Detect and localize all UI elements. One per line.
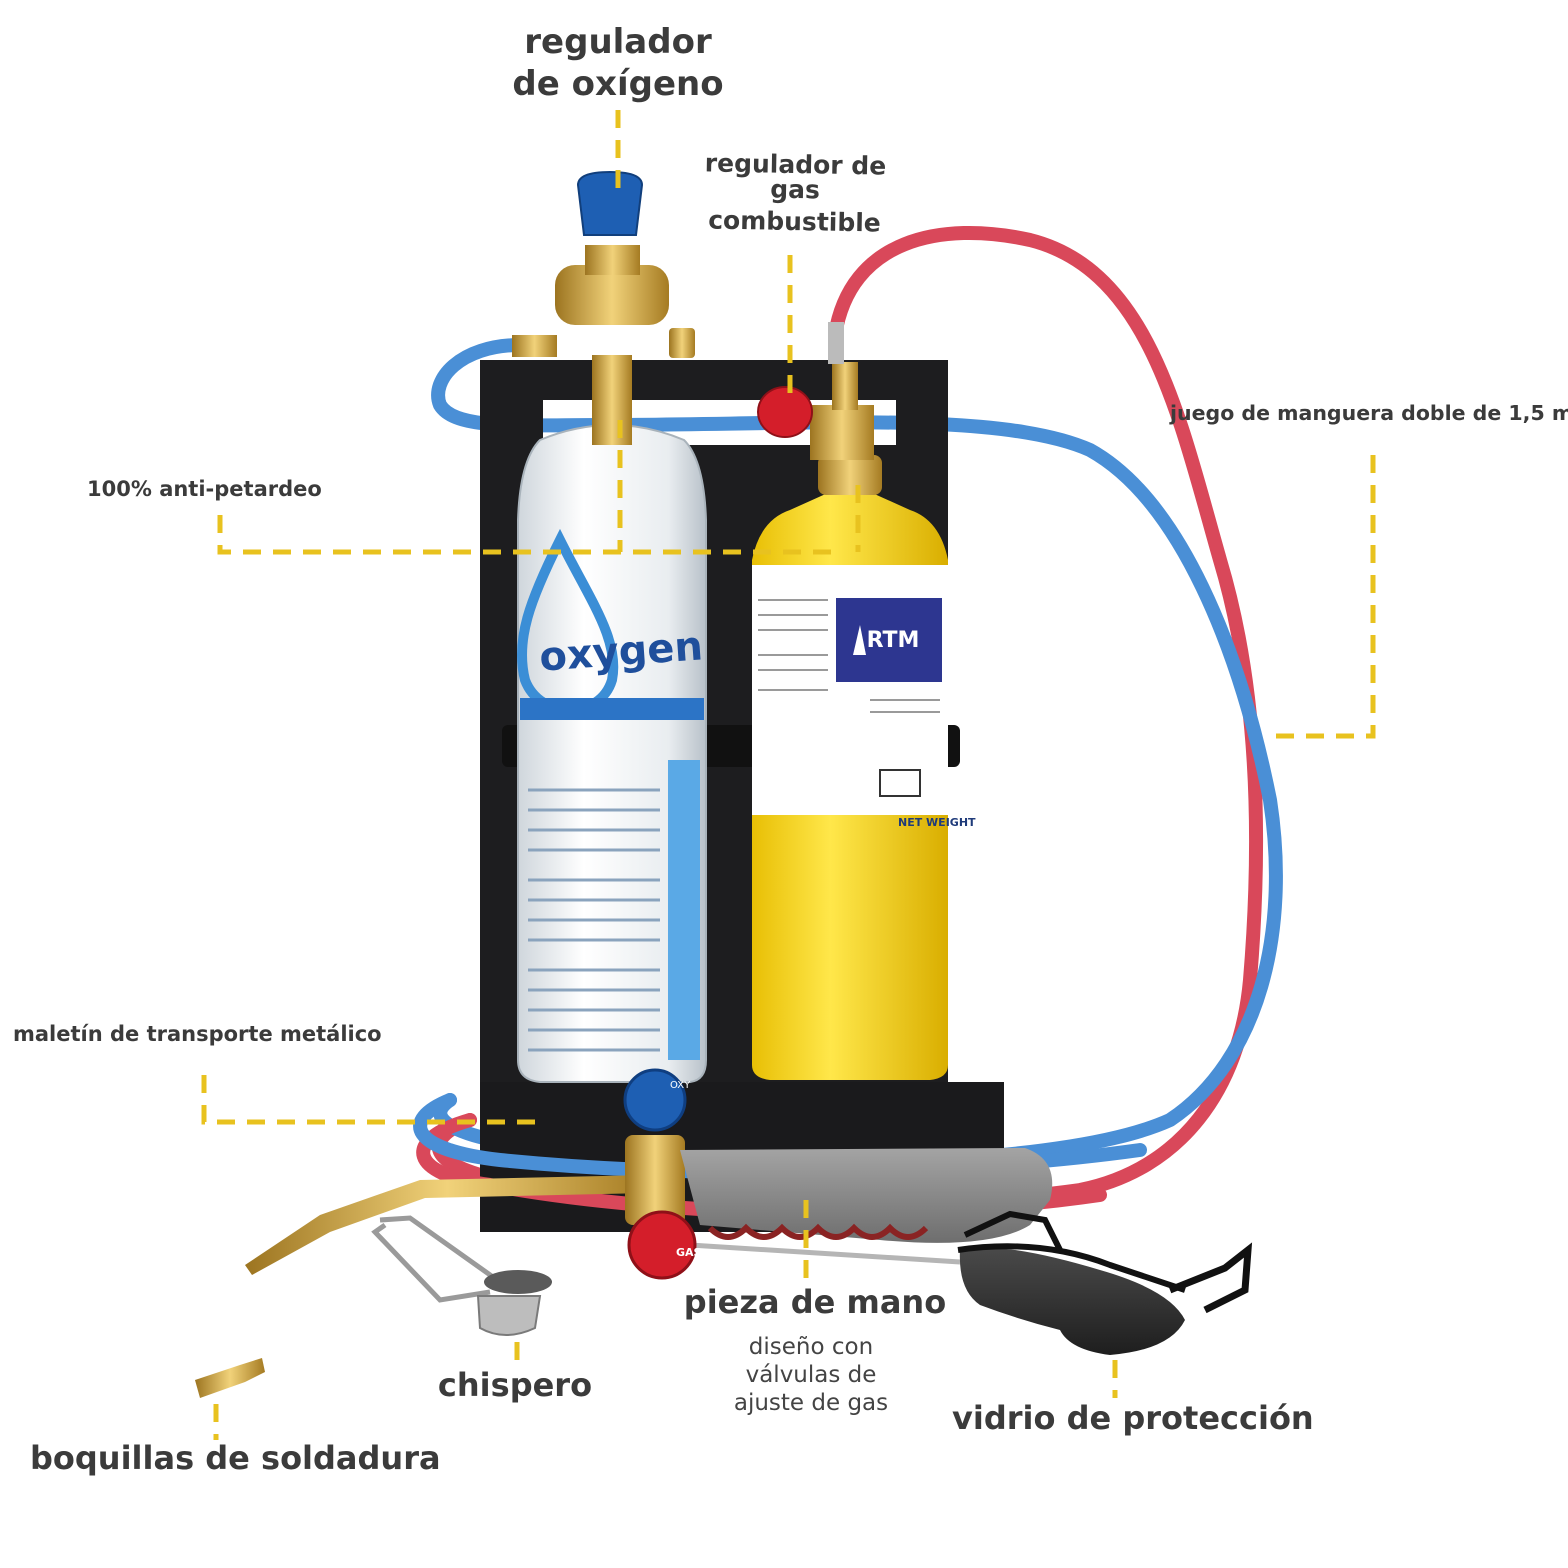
torch-tube [689, 1242, 961, 1265]
label-oxygen-regulator-line1: regulador [524, 22, 712, 62]
striker-cup-top [484, 1270, 552, 1294]
striker-cup [476, 1295, 542, 1336]
fuel-regulator-base [818, 455, 882, 495]
flame-icon [853, 625, 866, 655]
oxygen-regulator [512, 170, 695, 445]
label-handpiece-note-line1: diseño con [748, 1334, 874, 1360]
label-carry-case: maletín de transporte metálico [13, 1022, 382, 1046]
oxygen-side-stripe [668, 760, 700, 1060]
oxygen-regulator-neck [592, 355, 632, 445]
red-knob-icon [757, 386, 813, 438]
label-handpiece-note-line2: válvulas de [745, 1362, 877, 1388]
label-handpiece-note: diseño con válvulas de ajuste de gas [700, 1333, 922, 1417]
label-anti-flashback: 100% anti-petardeo [87, 477, 322, 501]
brass-nozzle-icon [195, 1358, 265, 1398]
torch-tip [245, 1175, 650, 1275]
label-handpiece: pieza de mano [683, 1283, 947, 1321]
fuel-cylinder: RTM NET WEIGHT [752, 492, 976, 1080]
label-fuel-regulator-line3: combustible [707, 205, 882, 238]
label-handpiece-note-line3: ajuste de gas [733, 1390, 889, 1416]
label-fuel-regulator: regulador de gas combustible [689, 148, 900, 238]
hazard-icon [879, 769, 921, 797]
fuel-regulator-connector [828, 322, 844, 364]
glasses-arm-right [1168, 1242, 1253, 1314]
leader-hose-set [1268, 455, 1376, 739]
label-welding-tips: boquillas de soldadura [30, 1439, 441, 1477]
oxygen-regulator-ring [585, 245, 640, 275]
oxygen-regulator-hose-nut [512, 335, 557, 357]
fuel-regulator [757, 322, 882, 495]
leader-lines [201, 110, 1376, 1440]
label-striker: chispero [437, 1366, 593, 1404]
blue-knob-icon [576, 170, 644, 236]
oxygen-regulator-body [555, 265, 669, 325]
oxy-valve-knob-icon [623, 1068, 687, 1132]
oxygen-label-stripe [520, 698, 704, 720]
striker-wire [371, 1215, 502, 1303]
safety-glasses [957, 1210, 1253, 1355]
leader-carry-case [201, 1075, 535, 1125]
fuel-brand-panel [836, 598, 942, 682]
glasses-arm-left [963, 1210, 1063, 1252]
label-oxygen-regulator-line2: de oxígeno [512, 64, 724, 104]
torch-valve-block [625, 1135, 685, 1225]
oxygen-cylinder-body [517, 424, 707, 1083]
leader-anti-flashback [217, 420, 861, 555]
fuel-fine-print [758, 599, 940, 713]
glasses-top-frame [957, 1243, 1186, 1293]
oxygen-brand: oxygen [538, 623, 704, 680]
fuel-regulator-body [810, 405, 874, 460]
fuel-brand: RTM [867, 628, 920, 653]
oxygen-regulator-side-port [669, 328, 695, 358]
handpiece: OXY GAS [245, 1068, 1053, 1280]
fuel-regulator-stem [832, 362, 858, 410]
label-fuel-regulator-line2: gas [769, 174, 821, 205]
gas-valve-knob-icon [627, 1210, 697, 1280]
torch-grip-ridges [707, 1223, 929, 1240]
label-safety-glasses: vidrio de protección [952, 1399, 1314, 1437]
gas-valve-label: GAS [676, 1246, 702, 1259]
label-oxygen-regulator: regulador de oxígeno [488, 21, 748, 105]
glasses-lens [959, 1247, 1185, 1355]
welding-tip-part [195, 1358, 265, 1398]
oxygen-cylinder: oxygen [516, 424, 707, 1083]
label-hose-set: juego de manguera doble de 1,5 m [1170, 401, 1568, 425]
oxy-valve-label: OXY [670, 1080, 691, 1091]
fuel-weight: NET WEIGHT [898, 816, 976, 829]
torch-grip [680, 1148, 1053, 1243]
oxygen-fine-print [528, 788, 660, 1052]
spark-striker [371, 1215, 552, 1336]
